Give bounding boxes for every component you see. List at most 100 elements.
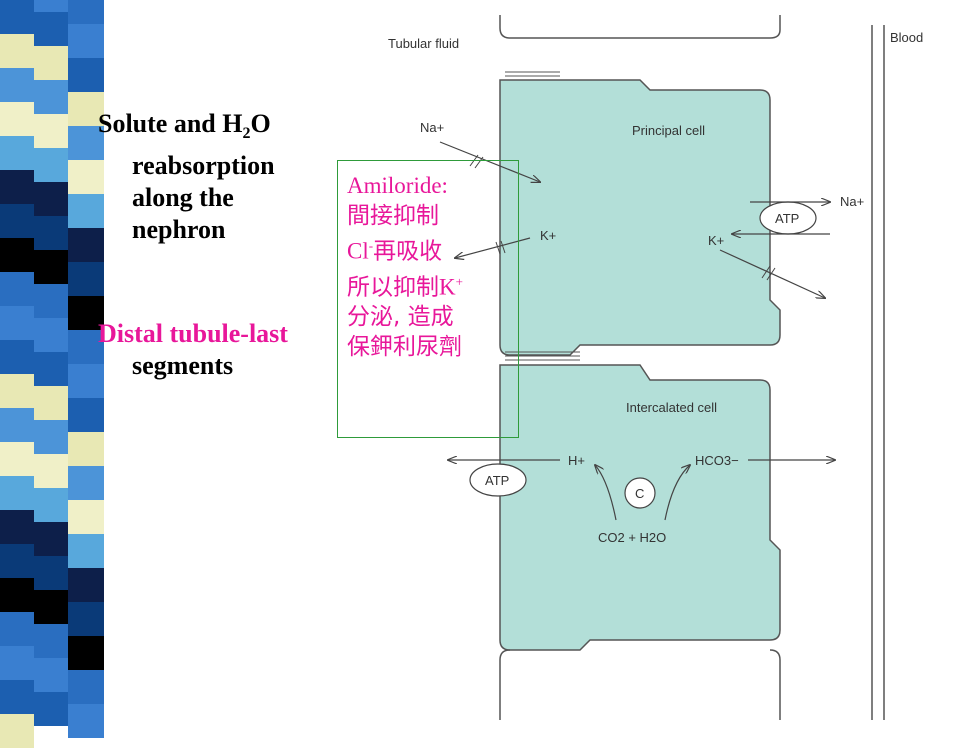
stripe-block: [0, 646, 34, 680]
stripe-block: [0, 578, 34, 612]
tubular-fluid-label: Tubular fluid: [388, 36, 459, 51]
stripe-block: [68, 568, 104, 602]
stripe-block: [0, 476, 34, 510]
atp-principal-label: ATP: [775, 211, 799, 226]
k-right-label: K+: [708, 233, 724, 248]
note-line-5: 分泌, 造成: [347, 304, 454, 331]
note-line-3: Cl-再吸收: [347, 238, 443, 265]
na-left-label: Na+: [420, 120, 444, 135]
stripe-block: [34, 284, 68, 318]
bottom-cell-fragment-right: [769, 649, 781, 720]
stripe-block: [0, 340, 34, 374]
atp-intercalated-label: ATP: [485, 473, 509, 488]
stripe-block: [68, 432, 104, 466]
stripe-block: [0, 510, 34, 544]
slide-title: Solute and H2O reabsorption along the ne…: [98, 108, 275, 246]
stripe-block: [68, 58, 104, 92]
stripe-block: [68, 602, 104, 636]
stripe-block: [34, 114, 68, 148]
stripe-block: [34, 488, 68, 522]
stripe-block: [34, 80, 68, 114]
decorative-stripe-bar: [0, 0, 110, 748]
stripe-block: [0, 170, 34, 204]
hco3-label: HCO3−: [695, 453, 739, 468]
subtitle-line-2: segments: [132, 351, 234, 380]
stripe-block: [0, 408, 34, 442]
stripe-block: [34, 454, 68, 488]
principal-cell: [499, 79, 781, 356]
stripe-block: [68, 670, 104, 704]
stripe-block: [0, 136, 34, 170]
stripe-block: [68, 364, 104, 398]
stripe-block: [34, 352, 68, 386]
stripe-block: [68, 160, 104, 194]
stripe-block: [34, 46, 68, 80]
title-line-1: Solute and H2O: [98, 109, 271, 143]
stripe-block: [34, 318, 68, 352]
stripe-block: [68, 0, 104, 24]
stripe-block: [68, 636, 104, 670]
title-line-2: reabsorption: [132, 151, 275, 181]
na-channel-mark-b: [474, 156, 484, 169]
stripe-block: [34, 250, 68, 284]
stripe-block: [0, 272, 34, 306]
h-formation-arrow: [595, 465, 617, 521]
bottom-cell-fragment-left: [499, 649, 511, 720]
stripe-block: [34, 590, 68, 624]
k-exit-arrow: [719, 249, 825, 298]
stripe-block: [0, 544, 34, 578]
stripe-block: [34, 182, 68, 216]
atp-pump-intercalated: [469, 463, 527, 497]
stripe-block: [34, 0, 68, 12]
stripe-block: [0, 306, 34, 340]
stripe-block: [0, 374, 34, 408]
na-entry-arrow: [439, 141, 540, 182]
stripe-block: [34, 216, 68, 250]
subtitle-line-1: Distal tubule-last: [98, 319, 288, 348]
stripe-block: [68, 466, 104, 500]
carbonic-anhydrase-label: C: [635, 486, 644, 501]
amiloride-note-box: Amiloride: 間接抑制 Cl-再吸收 所以抑制K+ 分泌, 造成 保鉀利…: [337, 160, 519, 438]
stripe-block: [0, 34, 34, 68]
intercalated-cell-label: Intercalated cell: [626, 400, 717, 415]
stripe-block: [68, 24, 104, 58]
stripe-block: [34, 386, 68, 420]
stripe-block: [68, 126, 104, 160]
stripe-block: [68, 534, 104, 568]
note-line-1: Amiloride:: [347, 173, 448, 198]
co2-h2o-label: CO2 + H2O: [598, 530, 666, 545]
k-channel-mark-b: [500, 240, 506, 254]
stripe-block: [68, 330, 104, 364]
stripe-block: [68, 92, 104, 126]
title-line-4: nephron: [132, 215, 226, 245]
stripe-block: [0, 102, 34, 136]
nephron-cell-diagram: Tubular fluid Blood Principal cell Inter…: [388, 15, 923, 720]
stripe-block: [0, 0, 34, 34]
stripe-block: [68, 194, 104, 228]
stripe-block: [68, 262, 104, 296]
stripe-block: [0, 612, 34, 646]
stripe-block: [68, 228, 104, 262]
tight-junction-top: [505, 71, 560, 81]
k-secretion-arrow: [455, 237, 531, 258]
note-line-4: 所以抑制K+: [347, 273, 463, 301]
principal-cell-label: Principal cell: [632, 123, 705, 138]
k-left-label: K+: [540, 228, 556, 243]
tight-junction-middle: [505, 351, 580, 361]
stripe-block: [34, 12, 68, 46]
stripe-block: [68, 500, 104, 534]
stripe-block: [0, 442, 34, 476]
stripe-block: [0, 238, 34, 272]
k-basolateral-mark-a: [761, 265, 771, 279]
hco3-formation-arrow: [664, 465, 690, 521]
stripe-block: [34, 420, 68, 454]
k-channel-mark-a: [495, 241, 501, 255]
note-line-6: 保鉀利尿劑: [347, 334, 462, 361]
h-plus-label: H+: [568, 453, 585, 468]
stripe-block: [34, 522, 68, 556]
stripe-block: [0, 680, 34, 714]
stripe-block: [68, 296, 104, 330]
na-right-label: Na+: [840, 194, 864, 209]
stripe-block: [34, 658, 68, 692]
stripe-block: [0, 204, 34, 238]
